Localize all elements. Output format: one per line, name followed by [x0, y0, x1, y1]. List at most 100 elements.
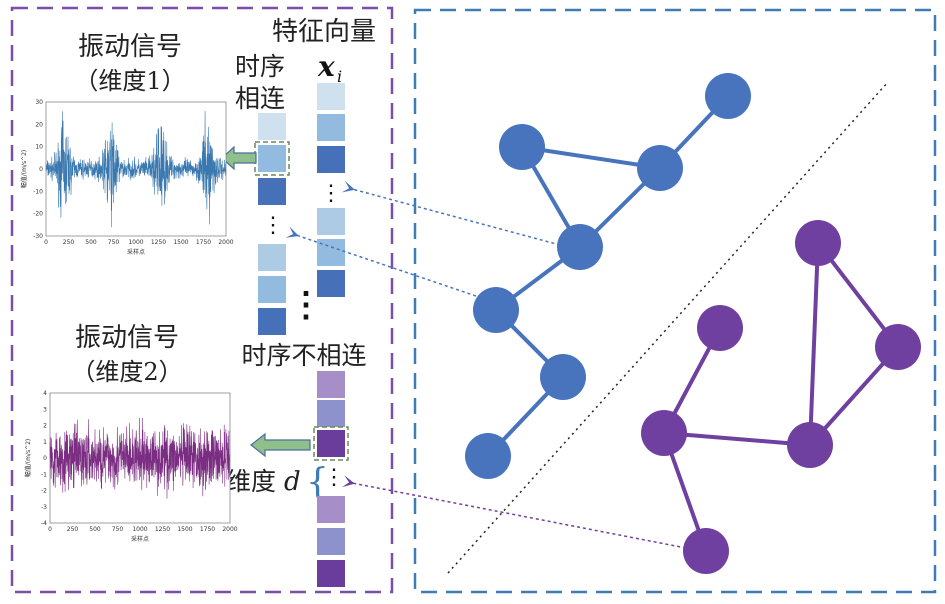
feature-square — [258, 308, 286, 335]
signal2-title-line2: （维度2） — [71, 358, 182, 386]
feature-square — [258, 178, 286, 205]
graph-node-purple — [875, 324, 921, 370]
dimension-symbol: d — [284, 467, 301, 497]
graph-node-blue — [637, 145, 683, 191]
y-tick-label: 2 — [43, 423, 47, 430]
graph-node-purple — [787, 422, 833, 468]
graph-node-blue — [557, 224, 603, 270]
feature-square — [317, 208, 345, 235]
feature-square — [317, 400, 345, 427]
y-tick-label: -20 — [33, 211, 43, 218]
signal1-title-line1: 振动信号 — [78, 32, 182, 62]
y-tick-label: 4 — [43, 390, 47, 397]
feature-square — [258, 244, 286, 271]
y-tick-label: 20 — [35, 121, 43, 128]
unconnected-label: 时序不相连 — [241, 341, 366, 370]
x-tick-label: 1750 — [196, 239, 211, 246]
x-tick-label: 500 — [89, 526, 101, 533]
x-tick-label: 250 — [67, 526, 79, 533]
graph — [465, 73, 921, 574]
feature-square — [317, 430, 345, 457]
y-tick-label: -2 — [41, 488, 47, 495]
graph-node-blue — [499, 124, 545, 170]
y-tick-label: 30 — [35, 99, 43, 106]
x-tick-label: 1000 — [128, 239, 143, 246]
mapping-arrow — [342, 475, 687, 549]
feature-square — [317, 146, 345, 173]
feature-square — [317, 496, 345, 523]
graph-edge — [521, 145, 661, 170]
y-tick-label: 3 — [43, 406, 47, 413]
y-tick-label: -1 — [41, 471, 47, 478]
feature-vector-subscript: i — [337, 67, 342, 86]
signal-line — [45, 110, 227, 228]
feature-squares — [254, 83, 349, 587]
connected-label-line2: 相连 — [235, 84, 285, 113]
feature-square — [317, 114, 345, 141]
x-tick-label: 0 — [44, 239, 48, 246]
x-tick-label: 0 — [48, 526, 52, 533]
y-tick-label: 1 — [43, 439, 47, 446]
x-tick-label: 750 — [108, 239, 120, 246]
y-tick-label: -4 — [41, 520, 47, 527]
graph-node-blue — [540, 354, 586, 400]
graph-node-purple — [697, 305, 743, 351]
selected-square-highlight — [254, 141, 290, 176]
y-tick-label: -3 — [41, 504, 47, 511]
feature-square — [317, 83, 345, 110]
ellipsis: ⋮ — [262, 213, 284, 238]
ellipsis: ⋮ — [289, 285, 323, 325]
graph-node-purple — [795, 220, 841, 266]
right-frame — [413, 8, 937, 594]
x-tick-label: 250 — [63, 239, 75, 246]
x-tick-label: 1500 — [173, 239, 188, 246]
selected-square-highlight — [313, 426, 349, 461]
y-tick-label: -10 — [33, 188, 43, 195]
ellipsis: ⋮ — [323, 465, 345, 490]
graph-node-purple — [641, 410, 687, 456]
signal1-title-line2: （维度1） — [74, 67, 185, 95]
x-axis-label: 采样点 — [131, 535, 149, 543]
feature-square — [317, 528, 345, 555]
arrow-left-icon — [221, 145, 257, 171]
connected-label-line1: 时序 — [235, 52, 285, 81]
graph-edge — [663, 431, 811, 447]
y-tick-label: 10 — [35, 144, 43, 151]
mapping-arrow — [285, 226, 477, 297]
mapping-arrow — [341, 180, 561, 246]
graph-node-blue — [473, 287, 519, 333]
left-frame — [10, 6, 394, 594]
ellipsis: ⋮ — [320, 181, 342, 206]
x-tick-label: 2000 — [218, 239, 233, 246]
y-axis-label: 幅值/(m/s^2) — [20, 150, 28, 189]
feature-square — [258, 113, 286, 140]
x-tick-label: 750 — [112, 526, 124, 533]
x-tick-label: 1000 — [132, 526, 147, 533]
dimension-brace: { — [306, 462, 329, 503]
graph-node-blue — [465, 433, 511, 479]
x-tick-label: 1250 — [151, 239, 166, 246]
x-tick-label: 1750 — [200, 526, 215, 533]
feature-square — [317, 560, 345, 587]
graph-node-purple — [683, 528, 729, 574]
x-tick-label: 500 — [85, 239, 97, 246]
feature-vector-label: 特征向量 — [272, 17, 376, 47]
arrow-left-icon — [250, 432, 311, 458]
signal2-title-line1: 振动信号 — [75, 323, 179, 353]
feature-square — [258, 276, 286, 303]
feature-square — [317, 371, 345, 398]
x-tick-label: 1250 — [155, 526, 170, 533]
y-tick-label: -30 — [33, 233, 43, 240]
signal-chart-dim1: 0 250 500 750 1000 1250 1500 1750 2000 30 20 10 0 -10… — [20, 99, 234, 256]
y-tick-label: 0 — [39, 166, 43, 173]
x-axis-label: 采样点 — [127, 248, 145, 256]
y-tick-label: 0 — [43, 455, 47, 462]
feature-vector-symbol: x — [317, 50, 335, 83]
y-axis-label: 幅值/(m/s^2) — [24, 439, 32, 478]
feature-square — [317, 270, 345, 297]
x-tick-label: 2000 — [222, 526, 237, 533]
dimension-label: 维度 — [226, 467, 276, 496]
